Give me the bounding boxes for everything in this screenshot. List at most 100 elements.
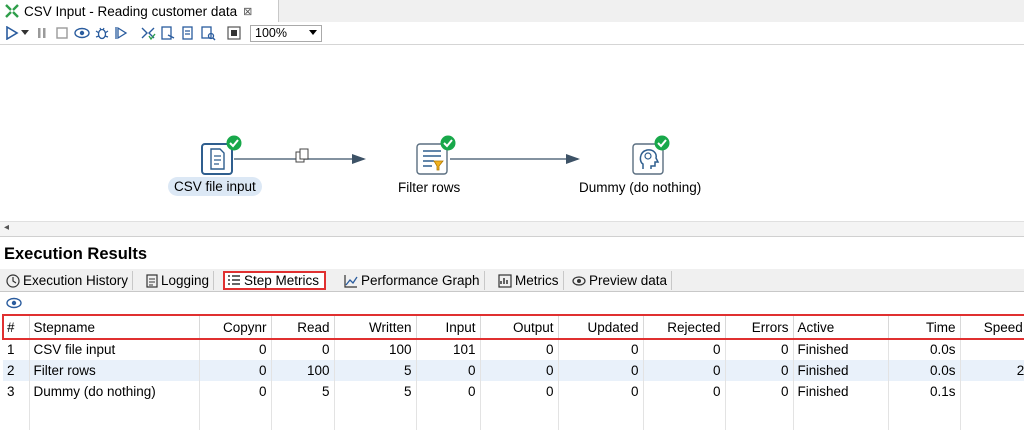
input-cell: 0 bbox=[416, 381, 481, 402]
column-header[interactable]: Input bbox=[416, 315, 481, 339]
sql-icon[interactable] bbox=[180, 25, 196, 41]
tab-execution-history[interactable]: Execution History bbox=[2, 271, 134, 290]
table-row[interactable]: 3 Dummy (do nothing) 0 5 5 0 0 0 0 0 Fin… bbox=[3, 381, 1024, 402]
transformation-canvas[interactable]: CSV file input Filter rows Dummy (do not… bbox=[0, 44, 1024, 222]
close-icon[interactable]: ⊠ bbox=[243, 5, 253, 18]
step-label-dummy[interactable]: Dummy (do nothing) bbox=[579, 180, 702, 195]
results-tab-bar: Execution History Logging Step Metrics P… bbox=[0, 269, 1024, 292]
updated-cell: 0 bbox=[558, 381, 644, 402]
column-header[interactable]: Written bbox=[334, 315, 417, 339]
tab-preview-data[interactable]: Preview data bbox=[568, 271, 673, 290]
verify-icon[interactable] bbox=[140, 25, 156, 41]
output-cell: 0 bbox=[480, 339, 559, 360]
column-header[interactable]: Updated bbox=[558, 315, 644, 339]
errors-cell: 0 bbox=[725, 360, 794, 381]
column-header[interactable]: Read bbox=[271, 315, 335, 339]
written-cell: 5 bbox=[334, 381, 417, 402]
run-icon[interactable] bbox=[4, 25, 20, 41]
read-cell: 100 bbox=[271, 360, 335, 381]
row-number-cell: 1 bbox=[3, 339, 30, 360]
time-cell: 0.1s bbox=[888, 381, 961, 402]
debug-icon[interactable] bbox=[94, 25, 110, 41]
input-cell: 0 bbox=[416, 360, 481, 381]
hops bbox=[234, 148, 580, 164]
output-cell: 0 bbox=[480, 381, 559, 402]
step-label-filter-rows[interactable]: Filter rows bbox=[398, 180, 461, 195]
column-header[interactable]: Time bbox=[888, 315, 961, 339]
stepname-cell: Filter rows bbox=[29, 360, 200, 381]
dummy-step[interactable] bbox=[632, 143, 664, 175]
metrics-icon bbox=[498, 273, 512, 288]
clock-icon bbox=[6, 273, 20, 288]
tab-step-metrics[interactable]: Step Metrics bbox=[223, 271, 327, 290]
speed-cell: - bbox=[960, 339, 1024, 360]
execution-results-title: Execution Results bbox=[4, 245, 148, 263]
output-cell: 0 bbox=[480, 360, 559, 381]
active-cell: Finished bbox=[793, 381, 889, 402]
filter-rows-icon bbox=[416, 143, 448, 175]
written-cell: 100 bbox=[334, 339, 417, 360]
dummy-head-icon bbox=[632, 143, 664, 175]
success-check-icon bbox=[226, 135, 242, 151]
column-header[interactable]: Active bbox=[793, 315, 889, 339]
rejected-cell: 0 bbox=[643, 381, 726, 402]
line-chart-icon bbox=[344, 274, 358, 288]
row-number-cell: 3 bbox=[3, 381, 30, 402]
column-header[interactable]: Copynr bbox=[199, 315, 272, 339]
read-cell: 5 bbox=[271, 381, 335, 402]
row-number-cell: 2 bbox=[3, 360, 30, 381]
log-icon bbox=[146, 273, 158, 288]
transformation-tab[interactable]: CSV Input - Reading customer data ⊠ bbox=[0, 0, 279, 22]
time-cell: 0.0s bbox=[888, 360, 961, 381]
table-row[interactable]: 2 Filter rows 0 100 5 0 0 0 0 0 Finished… bbox=[3, 360, 1024, 381]
metrics-toolbar bbox=[0, 292, 1024, 314]
input-cell: 101 bbox=[416, 339, 481, 360]
impact-icon[interactable] bbox=[160, 25, 176, 41]
updated-cell: 0 bbox=[558, 339, 644, 360]
column-header[interactable]: Output bbox=[480, 315, 559, 339]
run-dropdown-icon[interactable] bbox=[20, 25, 30, 41]
tab-logging[interactable]: Logging bbox=[142, 271, 215, 290]
success-check-icon bbox=[440, 135, 456, 151]
list-icon bbox=[228, 274, 240, 285]
replay-icon[interactable] bbox=[114, 25, 130, 41]
transformation-toolbar: 100% bbox=[0, 22, 1024, 44]
tab-label: Preview data bbox=[589, 273, 668, 288]
tab-label: Step Metrics bbox=[244, 273, 320, 288]
column-header[interactable]: # bbox=[3, 315, 30, 339]
tab-label: Metrics bbox=[515, 273, 559, 288]
tab-label: Performance Graph bbox=[361, 273, 480, 288]
table-header-row: # Stepname Copynr Read Written Input Out… bbox=[2, 314, 1024, 340]
table-row[interactable]: 1 CSV file input 0 0 100 101 0 0 0 0 Fin… bbox=[3, 339, 1024, 360]
grid-icon[interactable] bbox=[226, 25, 242, 41]
rejected-cell: 0 bbox=[643, 339, 726, 360]
zoom-select[interactable]: 100% bbox=[250, 24, 322, 42]
explore-db-icon[interactable] bbox=[200, 25, 216, 41]
tab-label: Execution History bbox=[23, 273, 129, 288]
copynr-cell: 0 bbox=[199, 360, 272, 381]
step-metrics-table: # Stepname Copynr Read Written Input Out… bbox=[2, 314, 1024, 430]
preview-icon[interactable] bbox=[74, 25, 90, 41]
step-label-csv-file-input[interactable]: CSV file input bbox=[168, 177, 262, 196]
stop-icon[interactable] bbox=[54, 25, 70, 41]
show-hidden-eye-icon[interactable] bbox=[6, 297, 22, 309]
column-header[interactable]: Stepname bbox=[29, 315, 200, 339]
tab-title: CSV Input - Reading customer data bbox=[24, 3, 238, 19]
hop-arrow-1 bbox=[352, 154, 366, 164]
active-cell: Finished bbox=[793, 360, 889, 381]
tab-metrics[interactable]: Metrics bbox=[494, 271, 564, 290]
column-header[interactable]: Speed (r/s) bbox=[960, 315, 1024, 339]
scroll-left-icon[interactable]: ◂ bbox=[4, 222, 10, 233]
success-check-icon bbox=[654, 135, 670, 151]
tab-performance-graph[interactable]: Performance Graph bbox=[340, 271, 485, 290]
csv-file-icon bbox=[201, 143, 233, 175]
transformation-icon bbox=[5, 4, 19, 18]
column-header[interactable]: Rejected bbox=[643, 315, 726, 339]
empty-row bbox=[3, 402, 1024, 430]
column-header[interactable]: Errors bbox=[725, 315, 794, 339]
errors-cell: 0 bbox=[725, 381, 794, 402]
csv-file-input-step[interactable] bbox=[201, 143, 233, 175]
pause-icon[interactable] bbox=[34, 25, 50, 41]
filter-rows-step[interactable] bbox=[416, 143, 448, 175]
canvas-horizontal-scrollbar[interactable]: ◂ bbox=[0, 221, 1024, 237]
